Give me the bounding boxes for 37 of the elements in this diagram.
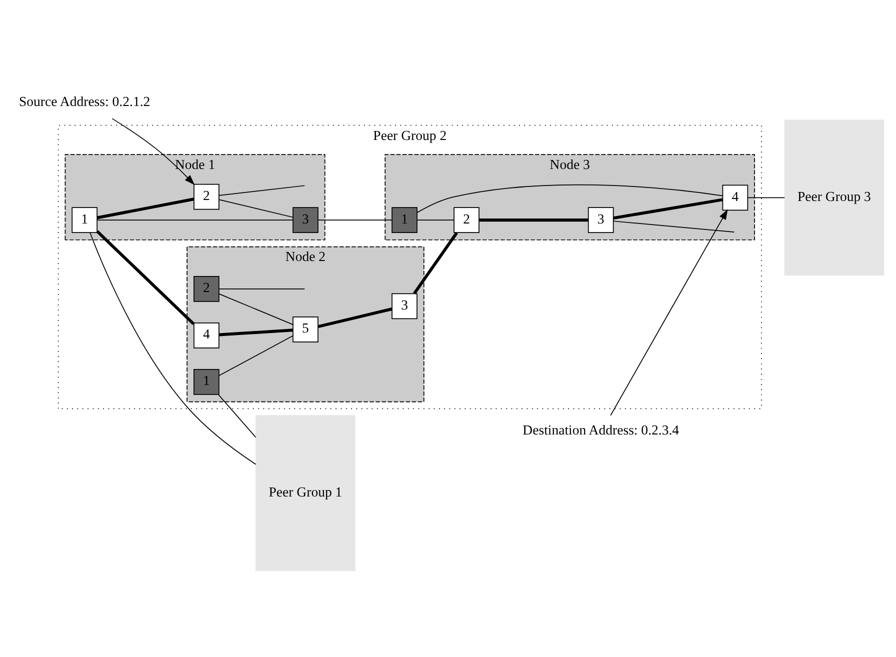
- connector: [218, 288, 305, 289]
- connector: [416, 184, 724, 212]
- connector: [318, 307, 392, 328]
- node-box: Peer Group 1: [256, 414, 356, 570]
- node-box: 2: [454, 206, 480, 232]
- connector: [218, 334, 294, 376]
- node-text: Source Address: 0.2.1.2: [19, 94, 150, 109]
- connector: [219, 328, 293, 336]
- node-box: 3: [292, 206, 318, 232]
- connector: [218, 184, 305, 196]
- node-box: 3: [392, 292, 418, 319]
- node-box: 3: [588, 206, 614, 232]
- connector: [479, 218, 588, 222]
- connector: [218, 198, 294, 218]
- node-box: 5: [292, 316, 318, 342]
- node-box: 1: [72, 206, 98, 232]
- connector: [218, 292, 294, 324]
- node-box: 2: [194, 276, 220, 302]
- connector: [613, 198, 723, 220]
- connector: [748, 196, 786, 198]
- node-box: 1: [194, 368, 220, 394]
- node-box: 2: [194, 183, 220, 210]
- connector: [96, 219, 294, 220]
- connector: [416, 219, 454, 220]
- node-box: 4: [194, 322, 220, 348]
- connector: [613, 220, 735, 232]
- node-box: 4: [722, 184, 748, 210]
- connector: [96, 230, 195, 325]
- node-text: Destination Address: 0.2.3.4: [522, 422, 680, 437]
- connector: [318, 219, 392, 220]
- arrow: [112, 118, 195, 184]
- connector: [96, 197, 194, 219]
- arrow: [610, 208, 728, 416]
- connector: [218, 394, 256, 438]
- node-box: 1: [392, 206, 418, 232]
- node-box: Peer Group 3: [784, 119, 884, 276]
- connector: [90, 232, 256, 464]
